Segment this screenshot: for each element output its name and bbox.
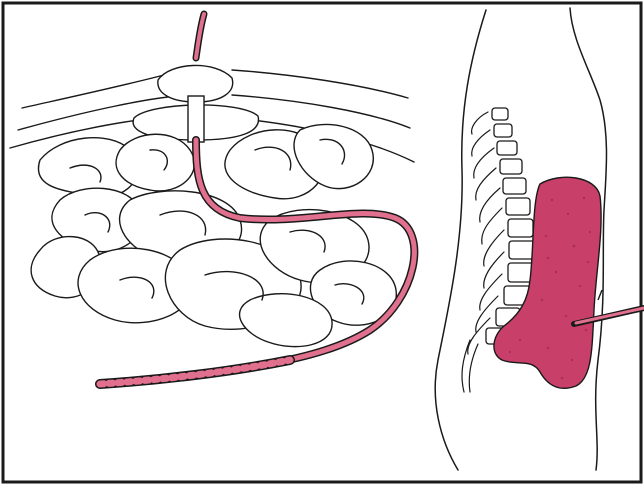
catheter-tunnel — [188, 96, 204, 142]
